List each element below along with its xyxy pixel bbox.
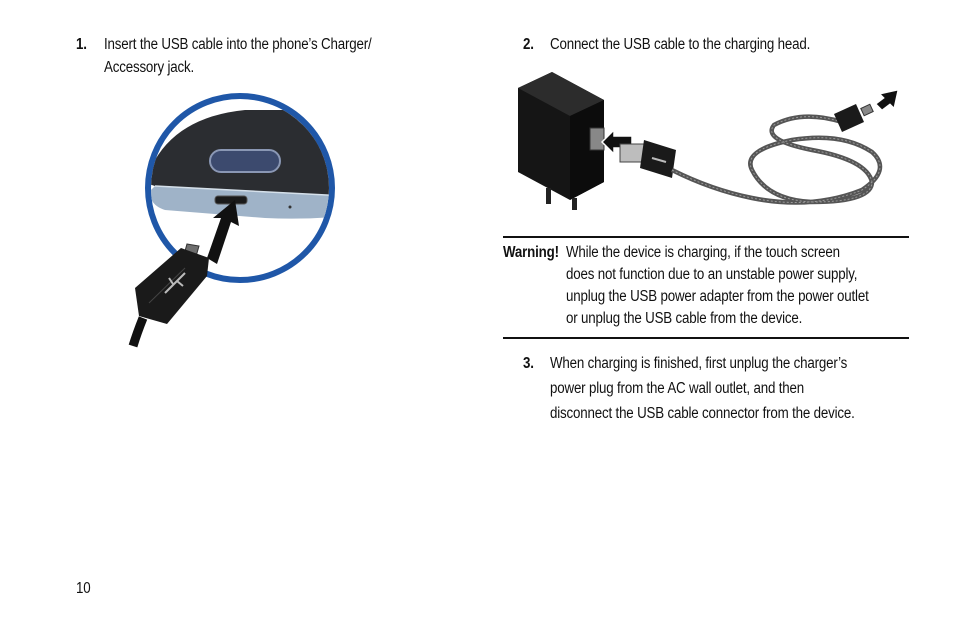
warning-text-line4: or unplug the USB cable from the device. [566,310,803,327]
outgoing-arrow-icon [875,89,899,111]
insert-arrow-icon [207,200,239,264]
warning-text-line1: While the device is charging, if the tou… [566,244,840,261]
step-3-text-line1: When charging is finished, first unplug … [550,355,848,372]
charging-head-illustration [518,72,899,210]
warning-label: Warning! [503,244,559,261]
step-1-text-line1: Insert the USB cable into the phone’s Ch… [104,36,372,53]
phone-usb-jack-illustration [128,93,335,348]
warning-bottom-rule [503,337,909,339]
warning-text-line3: unplug the USB power adapter from the po… [566,288,869,305]
page-number: 10 [76,580,91,597]
step-3-text-line3: disconnect the USB cable connector from … [550,405,855,422]
step-3-text-line2: power plug from the AC wall outlet, and … [550,380,805,397]
step-3-number: 3. [523,355,534,372]
step-1-text-line2: Accessory jack. [104,59,195,76]
step-2-number: 2. [523,36,534,53]
usb-symbol-icon [164,272,186,294]
step-1-number: 1. [76,36,87,53]
step-2-text: Connect the USB cable to the charging he… [550,36,811,53]
warning-top-rule [503,236,909,238]
warning-text-line2: does not function due to an unstable pow… [566,266,858,283]
